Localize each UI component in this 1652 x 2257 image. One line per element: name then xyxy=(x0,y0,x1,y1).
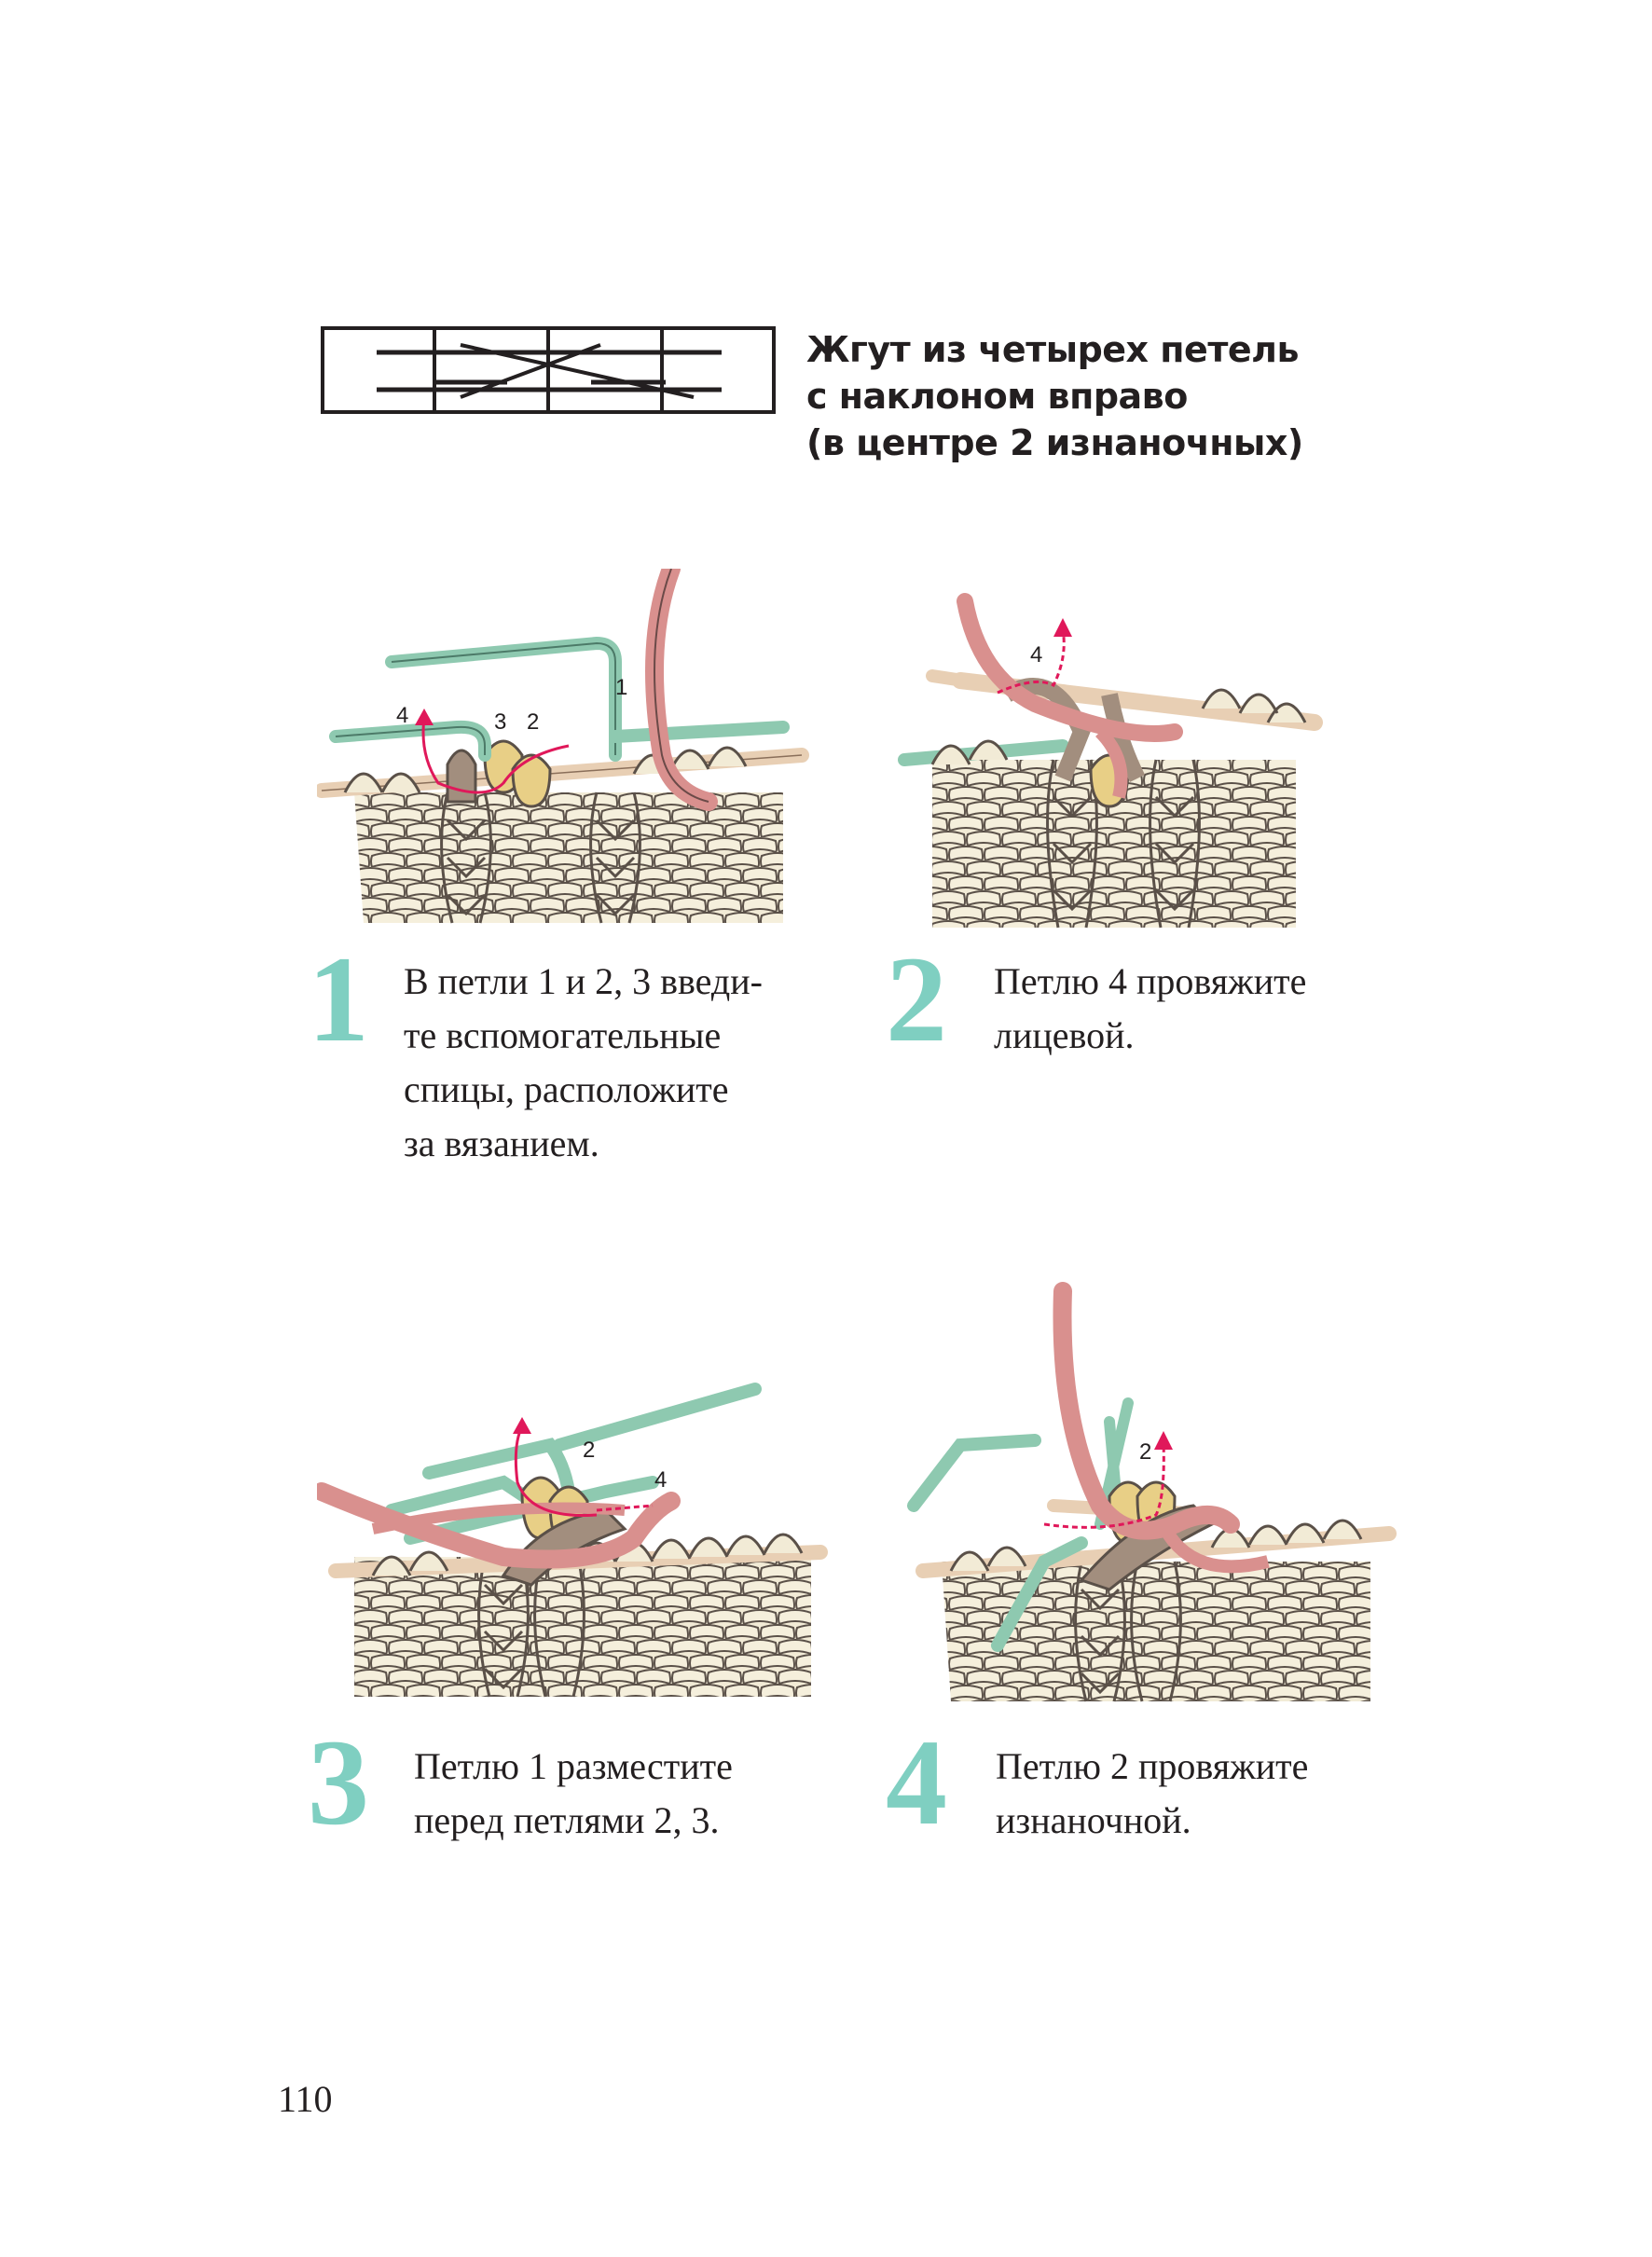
step-1-text: В петли 1 и 2, 3 введи- те вспомогательн… xyxy=(404,955,763,1171)
step-1-line-3: спицы, расположите xyxy=(404,1068,729,1110)
step-1-label-3: 3 xyxy=(494,709,506,735)
step-1-label-2: 2 xyxy=(527,709,539,735)
step-1-line-1: В петли 1 и 2, 3 введи- xyxy=(404,960,763,1002)
step-4-text: Петлю 2 провяжите изнаночной. xyxy=(996,1740,1308,1848)
title-line-3: (в центре 2 изнаночных) xyxy=(806,422,1303,463)
step-2-line-2: лицевой. xyxy=(994,1014,1135,1056)
page-title: Жгут из четырех петель с наклоном вправо… xyxy=(806,326,1478,466)
step-3-label-2: 2 xyxy=(583,1438,595,1463)
step-3-illustration: 2 4 xyxy=(317,1383,828,1698)
title-line-2: с наклоном вправо xyxy=(806,376,1188,417)
title-line-1: Жгут из четырех петель xyxy=(806,329,1299,370)
step-4-illustration: 2 xyxy=(907,1282,1397,1702)
step-4-label-2: 2 xyxy=(1139,1439,1151,1465)
step-2-line-1: Петлю 4 провяжите xyxy=(994,960,1307,1002)
step-1-illustration: 4 3 2 1 xyxy=(317,569,809,924)
cable-chart-symbol xyxy=(321,326,776,414)
step-4-line-2: изнаночной. xyxy=(996,1799,1191,1841)
page-number: 110 xyxy=(278,2078,333,2120)
step-4-line-1: Петлю 2 провяжите xyxy=(996,1745,1309,1787)
step-2-text: Петлю 4 провяжите лицевой. xyxy=(994,955,1306,1063)
step-3-text: Петлю 1 разместите перед петлями 2, 3. xyxy=(414,1740,733,1848)
step-3-number: 3 xyxy=(308,1713,369,1851)
step-1-line-2: те вспомогательные xyxy=(404,1014,722,1056)
step-3-label-4: 4 xyxy=(654,1467,667,1493)
step-3-line-1: Петлю 1 разместите xyxy=(414,1745,733,1787)
step-2-label-4: 4 xyxy=(1030,642,1042,667)
step-4-number: 4 xyxy=(886,1713,947,1851)
step-2-number: 2 xyxy=(886,930,947,1067)
step-1-number: 1 xyxy=(308,930,369,1067)
step-2-illustration: 4 xyxy=(898,593,1323,929)
step-1-line-4: за вязанием. xyxy=(404,1122,599,1164)
step-3-line-2: перед петлями 2, 3. xyxy=(414,1799,720,1841)
step-1-label-1: 1 xyxy=(615,675,627,700)
step-1-label-4: 4 xyxy=(396,703,408,728)
